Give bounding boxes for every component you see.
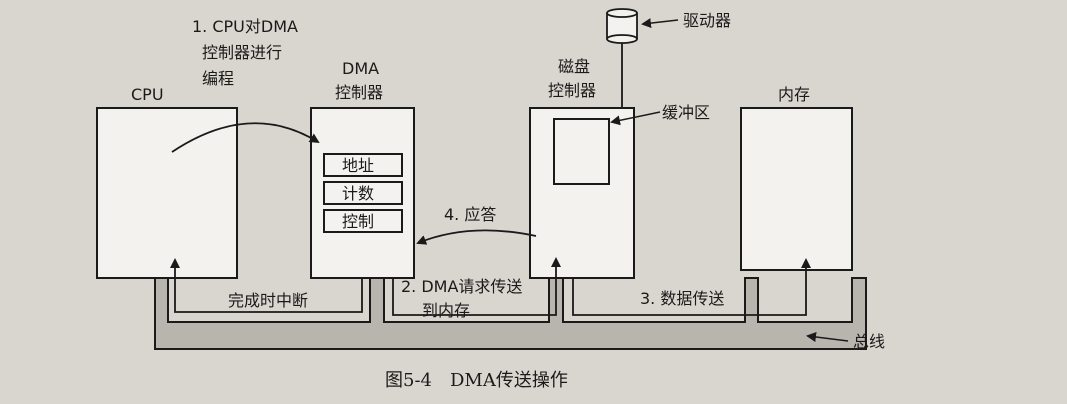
cpu-box (96, 107, 238, 279)
step3-label: 3. 数据传送 (640, 289, 724, 308)
bus-band (154, 277, 867, 350)
disk-title-line1: 磁盘 (558, 57, 590, 76)
control-register-label: 控制 (342, 212, 374, 231)
bus-label: 总线 (853, 332, 885, 351)
step2-line2: 到内存 (422, 301, 470, 320)
step1-line3: 编程 (202, 69, 234, 88)
figure-caption: 图5-4 DMA传送操作 (385, 370, 568, 391)
step4-label: 4. 应答 (444, 205, 496, 224)
drive-label: 驱动器 (683, 11, 731, 30)
interrupt-label: 完成时中断 (228, 291, 308, 310)
drive-pointer-arrow (641, 18, 679, 29)
step1-line2: 控制器进行 (202, 43, 282, 62)
count-register-label: 计数 (342, 184, 374, 203)
step2-arrow (392, 257, 561, 316)
memory-box (740, 107, 853, 271)
bus (154, 277, 867, 350)
address-register-label: 地址 (342, 156, 374, 175)
step1-line1: 1. CPU对DMA (192, 17, 298, 36)
control-register (323, 209, 403, 233)
disk-title-line2: 控制器 (548, 81, 596, 100)
buffer-pointer-arrow (610, 111, 661, 126)
memory-label: 内存 (778, 85, 810, 104)
step3-arrow (572, 258, 811, 316)
interrupt-arrow (170, 258, 363, 313)
count-register (323, 181, 403, 205)
drive-icon (606, 8, 638, 44)
bus-pointer-arrow (806, 332, 849, 342)
buffer-label: 缓冲区 (662, 103, 710, 122)
dma-title-line1: DMA (342, 59, 379, 78)
buffer-box (553, 118, 610, 185)
step4-arrow (416, 229, 537, 245)
cpu-label: CPU (131, 85, 164, 104)
step2-line1: 2. DMA请求传送 (401, 277, 522, 296)
address-register (323, 153, 403, 177)
dma-title-line2: 控制器 (335, 83, 383, 102)
step1-arrow (171, 122, 320, 153)
